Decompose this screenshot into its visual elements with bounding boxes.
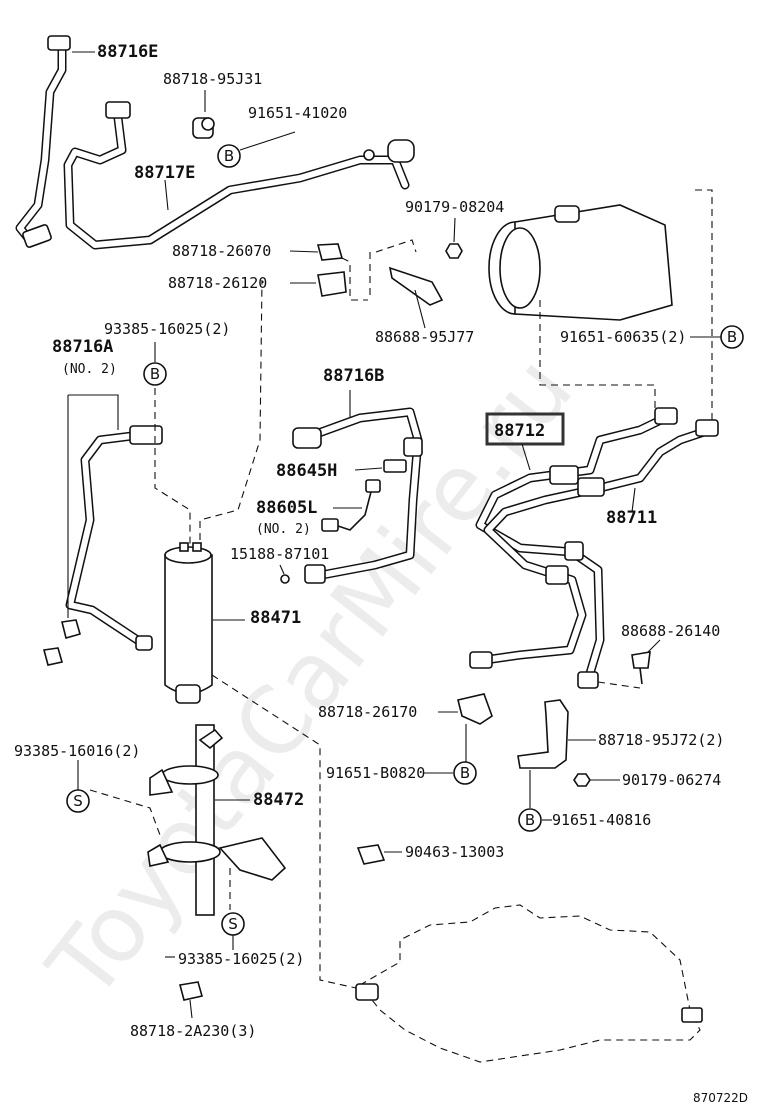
label-88718-2a230: 88718-2A230(3) <box>130 1022 256 1040</box>
bolt-88688-26140[interactable] <box>631 651 651 685</box>
nut-90179-08204[interactable] <box>445 243 463 259</box>
label-88472: 88472 <box>253 790 304 810</box>
label-93385-16025-top: 93385-16025(2) <box>104 320 230 338</box>
marker-s-2: S <box>221 912 245 936</box>
pipe-88716b[interactable] <box>292 407 423 584</box>
diagram-ref-code: 870722D <box>693 1091 748 1105</box>
marker-s-1: S <box>66 789 90 813</box>
label-88716a: 88716A <box>52 337 113 357</box>
label-88718-95j31: 88718-95J31 <box>163 70 262 88</box>
clamp-88718-26170[interactable] <box>457 693 493 725</box>
label-88712: 88712 <box>494 421 545 441</box>
label-91651-41020: 91651-41020 <box>248 104 347 122</box>
pressure-switch-88645h[interactable] <box>383 459 407 473</box>
marker-b-2: B <box>720 325 744 349</box>
label-88605l-note: (NO. 2) <box>256 522 311 537</box>
label-88688-26140: 88688-26140 <box>621 622 720 640</box>
label-91651-60635: 91651-60635(2) <box>560 328 686 346</box>
marker-b-5: B <box>518 808 542 832</box>
label-88716e: 88716E <box>97 42 158 62</box>
label-88716a-note: (NO. 2) <box>62 362 117 377</box>
label-93385-16016: 93385-16016(2) <box>14 742 140 760</box>
o-ring-15188-87101[interactable] <box>280 574 290 584</box>
marker-b-4: B <box>453 761 477 785</box>
clamp-88718-2a230[interactable] <box>179 981 204 1001</box>
pipe-88712[interactable] <box>475 407 678 689</box>
svg-text:B: B <box>525 811 535 829</box>
label-88645h: 88645H <box>276 461 337 481</box>
clip-90463-13003[interactable] <box>356 844 386 865</box>
receiver-drier-88471[interactable] <box>164 542 213 704</box>
engine-outline <box>355 904 703 1063</box>
marker-b-1: B <box>217 144 241 168</box>
label-88688-95j77: 88688-95J77 <box>375 328 474 346</box>
label-88718-26070: 88718-26070 <box>172 242 271 260</box>
pipe-88711[interactable] <box>469 419 719 669</box>
marker-b-3: B <box>143 362 167 386</box>
label-93385-16025-bot: 93385-16025(2) <box>178 950 304 968</box>
label-88711: 88711 <box>606 508 657 528</box>
label-88716b: 88716B <box>323 366 384 386</box>
svg-text:B: B <box>460 764 470 782</box>
label-88605l: 88605L <box>256 498 317 518</box>
label-88471: 88471 <box>250 608 301 628</box>
label-90179-06274: 90179-06274 <box>622 771 721 789</box>
clamp-88718-95j31[interactable] <box>192 117 215 139</box>
label-91651-b0820: 91651-B0820 <box>326 764 425 782</box>
wire-88605l[interactable] <box>321 479 381 532</box>
compressor <box>488 204 673 321</box>
label-91651-40816: 91651-40816 <box>552 811 651 829</box>
label-88718-26170: 88718-26170 <box>318 703 417 721</box>
clamp-88718-26070[interactable] <box>316 243 344 261</box>
svg-text:B: B <box>224 147 234 165</box>
svg-text:S: S <box>228 915 238 933</box>
svg-text:B: B <box>727 328 737 346</box>
label-88718-95j72: 88718-95J72(2) <box>598 731 724 749</box>
label-88718-26120: 88718-26120 <box>168 274 267 292</box>
svg-text:S: S <box>73 792 83 810</box>
clamp-88718-26120[interactable] <box>317 271 347 297</box>
bracket-88688-95j77[interactable] <box>388 266 444 306</box>
hose-88717e[interactable] <box>63 101 415 250</box>
svg-text:B: B <box>150 365 160 383</box>
bracket-88472[interactable] <box>147 724 287 916</box>
bracket-88718-95j72[interactable] <box>517 699 569 769</box>
highlight-box-88712 <box>485 412 565 446</box>
pipe-88716e[interactable] <box>15 35 71 248</box>
nut-90179-06274[interactable] <box>573 773 591 787</box>
label-15188-87101: 15188-87101 <box>230 545 329 563</box>
fitting-88716a-lower <box>42 619 81 666</box>
label-88717e: 88717E <box>134 163 195 183</box>
label-90463-13003: 90463-13003 <box>405 843 504 861</box>
pipe-88716a[interactable] <box>65 425 163 651</box>
label-90179-08204: 90179-08204 <box>405 198 504 216</box>
